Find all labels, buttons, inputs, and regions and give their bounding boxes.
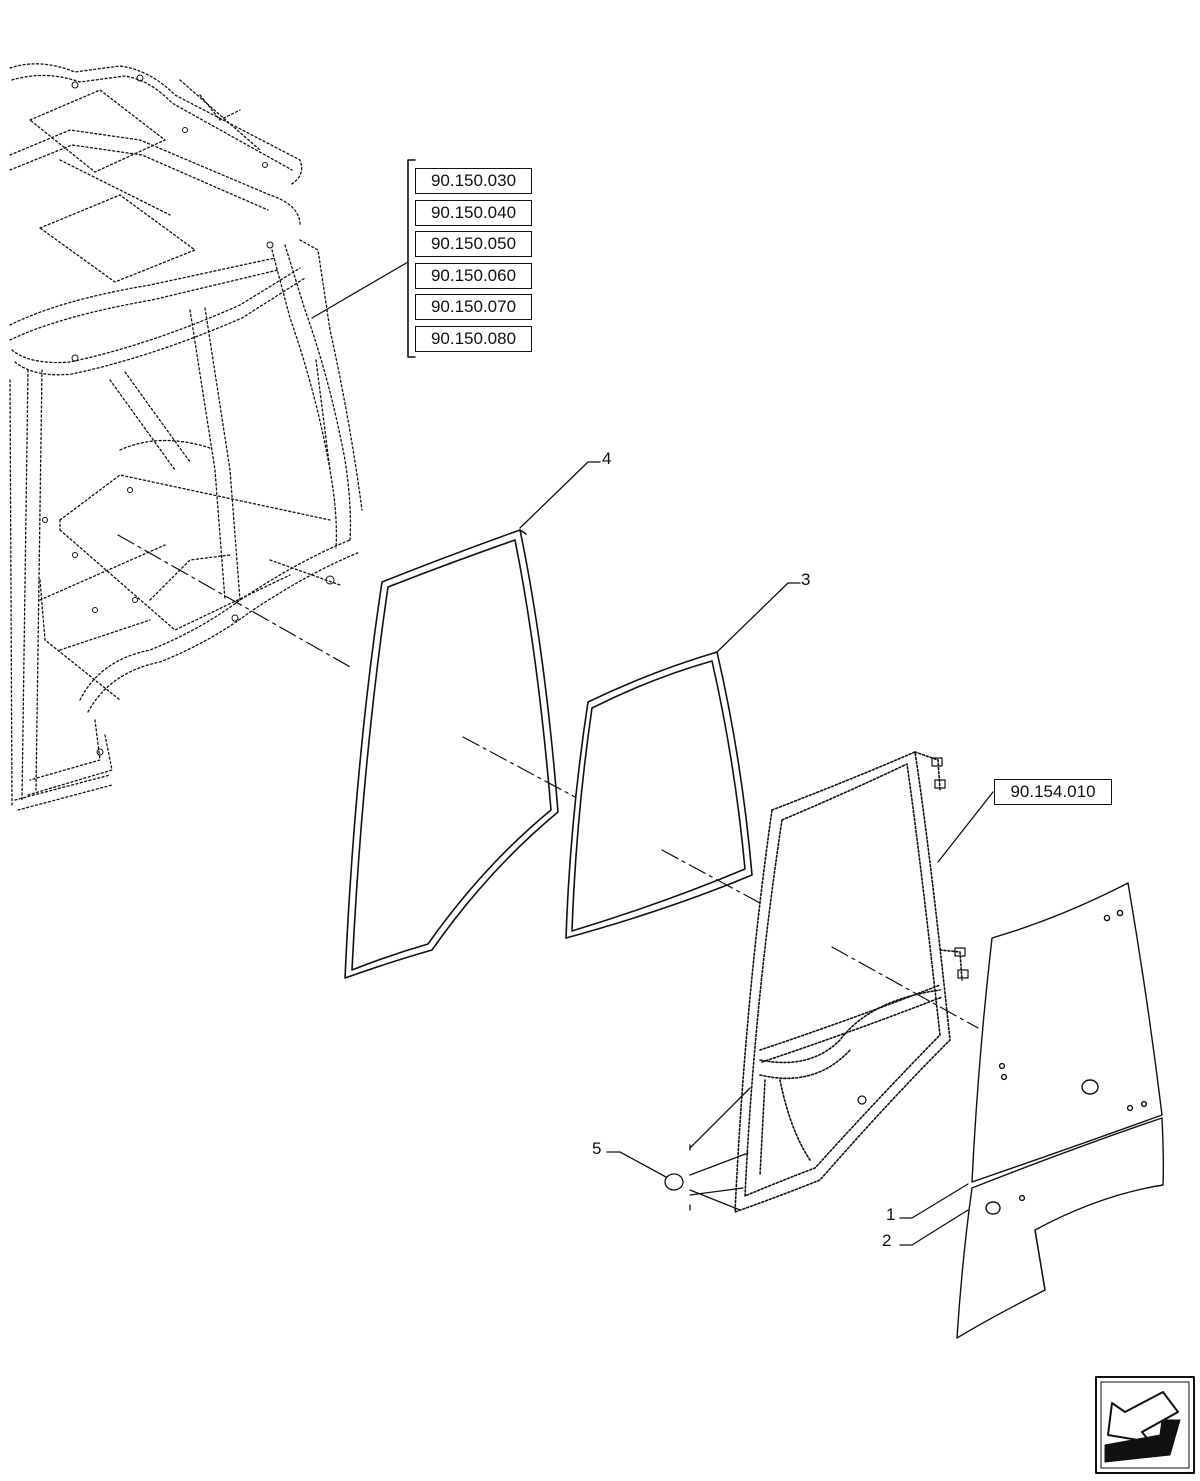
navigation-arrow-icon	[1095, 1376, 1195, 1474]
cab-structure	[9, 63, 363, 811]
callout-5: 5	[592, 1139, 602, 1158]
callout-3: 3	[801, 570, 811, 589]
door-panel-item-2	[956, 1117, 1165, 1339]
callout-1: 1	[886, 1205, 896, 1224]
door-frame-reference-box[interactable]: 90.154.010	[994, 779, 1112, 805]
door-glass-item-3	[565, 651, 753, 939]
reference-code-box[interactable]: 90.150.030	[415, 168, 532, 194]
callout-4: 4	[602, 449, 612, 468]
reference-code-box[interactable]: 90.150.060	[415, 263, 532, 289]
door-hinges	[857, 757, 969, 1105]
door-frame	[734, 751, 963, 1213]
callout-2: 2	[882, 1231, 892, 1250]
reference-bracket	[407, 159, 416, 358]
reference-code-box[interactable]: 90.150.080	[415, 326, 532, 352]
plug-item-5	[664, 1087, 751, 1211]
callout-leaders	[519, 461, 969, 1246]
reference-code-box[interactable]: 90.150.050	[415, 231, 532, 257]
rear-glass-item-4	[344, 529, 559, 979]
cab-fasteners	[42, 74, 335, 756]
door-frame-leader-line	[937, 791, 994, 863]
reference-code-box[interactable]: 90.150.070	[415, 294, 532, 320]
reference-code-box[interactable]: 90.150.040	[415, 200, 532, 226]
cab-leader-line	[311, 261, 409, 319]
door-panel-item-1	[971, 882, 1163, 1183]
